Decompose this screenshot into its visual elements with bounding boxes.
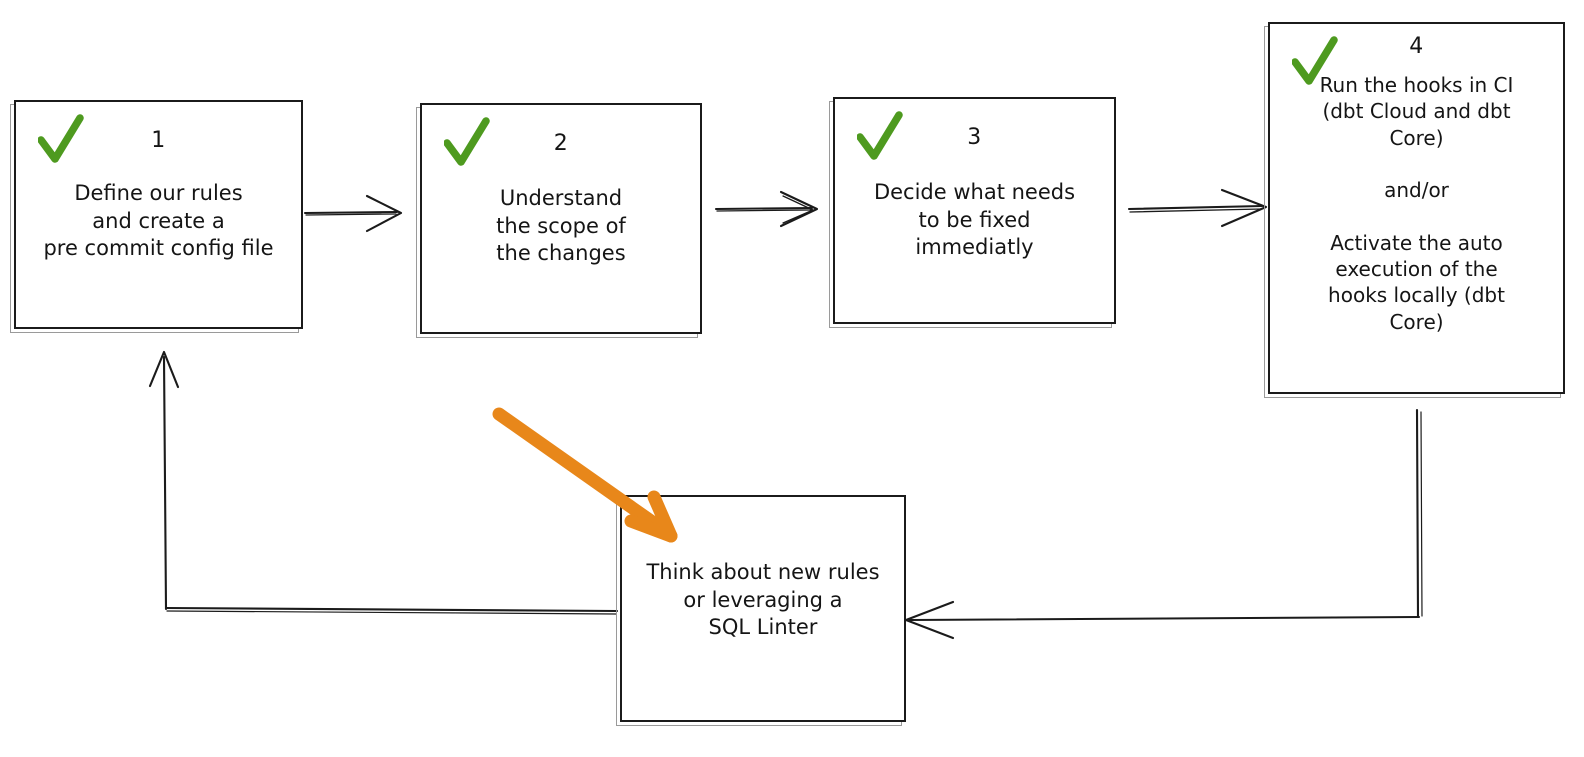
edge-node4-node5 [904, 408, 1423, 640]
node-3-text: Decide what needs to be fixed immediatly [873, 180, 1076, 260]
check-icon [444, 117, 490, 166]
node-4-text: Run the hooks in CI (dbt Cloud and dbt C… [1319, 73, 1514, 150]
node-1-number: 1 [151, 128, 166, 153]
node-1-text: Define our rules and create a pre commit… [43, 181, 274, 261]
node-5-text: Think about new rules or leveraging a SQ… [646, 560, 880, 640]
node-4-text-andor: and/or [1384, 178, 1449, 203]
node-new-rules-sql-linter[interactable]: Think about new rules or leveraging a SQ… [620, 495, 906, 722]
node-2-number: 2 [553, 131, 569, 156]
edge-node2-node3 [714, 190, 819, 228]
check-icon [38, 114, 84, 163]
node-define-rules[interactable]: 1 Define our rules and create a pre comm… [14, 100, 303, 329]
edge-node3-node4 [1127, 188, 1268, 228]
node-4-number: 4 [1409, 34, 1424, 59]
node-run-hooks-ci[interactable]: 4 Run the hooks in CI (dbt Cloud and dbt… [1268, 22, 1565, 394]
node-decide-fixes[interactable]: 3 Decide what needs to be fixed immediat… [833, 97, 1116, 324]
node-2-text: Understand the scope of the changes [496, 186, 626, 266]
node-4-text-activate: Activate the auto execution of the hooks… [1328, 230, 1505, 334]
edge-node5-node1 [148, 350, 619, 615]
check-icon [857, 111, 903, 160]
node-3-number: 3 [967, 125, 982, 150]
check-icon [1292, 36, 1338, 85]
edge-node1-node2 [303, 194, 403, 233]
node-understand-scope[interactable]: 2 Understand the scope of the changes [420, 103, 702, 334]
